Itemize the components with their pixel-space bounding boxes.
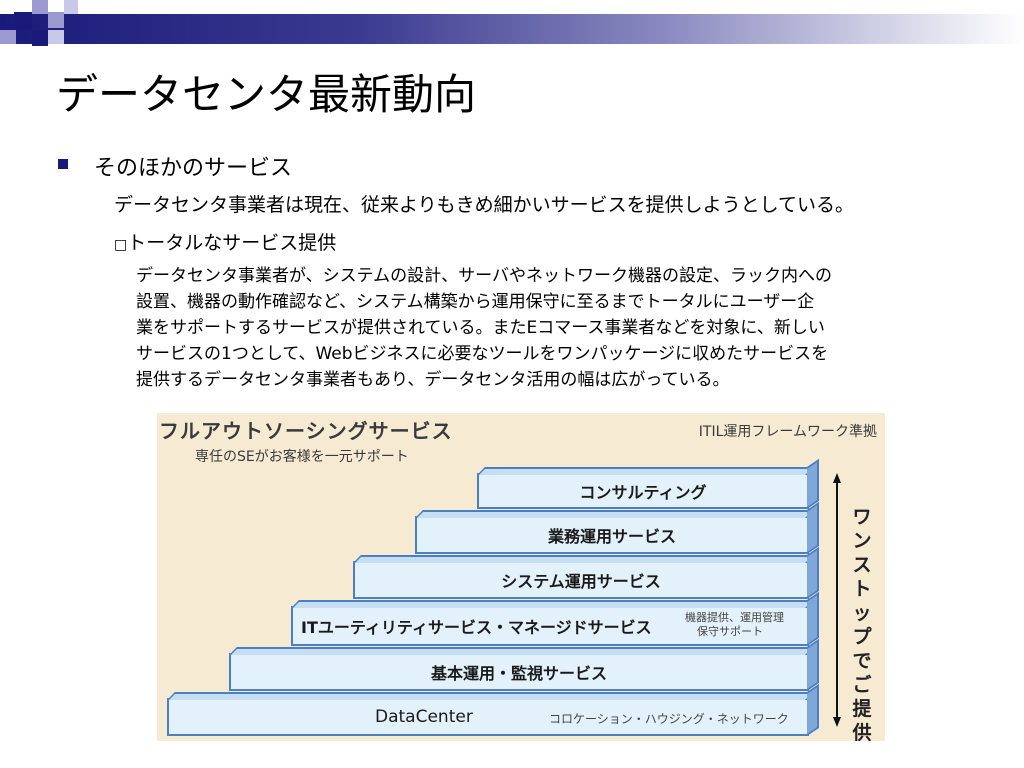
step-label: 業務運用サービス bbox=[547, 527, 676, 546]
step-label: 基本運用・監視サービス bbox=[430, 664, 607, 683]
up-down-arrow-icon bbox=[833, 473, 841, 727]
step-basic-monitoring: 基本運用・監視サービス bbox=[229, 653, 809, 691]
header-decor-square bbox=[32, 30, 48, 46]
vertical-char: ワ bbox=[852, 506, 872, 528]
bullet-square-icon bbox=[58, 159, 68, 169]
vertical-char: ト bbox=[852, 578, 872, 600]
step-system-operations: システム運用サービス bbox=[353, 561, 809, 599]
header-decor-square bbox=[64, 0, 78, 14]
side-note-line: 機器提供、運用管理 bbox=[685, 611, 784, 624]
header-decor-square bbox=[48, 12, 64, 28]
step-datacenter: DataCenter コロケーション・ハウジング・ネットワーク bbox=[167, 698, 809, 736]
diagram-framework-label: ITIL運用フレームワーク準拠 bbox=[698, 424, 877, 440]
step-label: DataCenter bbox=[375, 707, 473, 727]
paragraph-line: 設置、機器の動作確認など、システム構築から運用保守に至るまでトータルにユーザー企 bbox=[136, 292, 815, 312]
step-side-note: コロケーション・ハウジング・ネットワーク bbox=[549, 712, 789, 726]
header-decor-square bbox=[0, 30, 16, 44]
header-decor-square bbox=[48, 30, 64, 44]
step-label: ITユーティリティサービス・マネージドサービス bbox=[301, 618, 652, 637]
bullet-level1: そのほかのサービス bbox=[94, 156, 293, 181]
vertical-char: ス bbox=[852, 554, 872, 576]
paragraph-line: 提供するデータセンタ事業者もあり、データセンタ活用の幅は広がっている。 bbox=[136, 370, 730, 390]
paragraph-line: サービスの1つとして、Webビジネスに必要なツールをワンパッケージに収めたサービ… bbox=[136, 344, 829, 364]
header-decor-square bbox=[32, 0, 48, 14]
vertical-one-stop-label: ワ ン ス ト ッ プ で ご 提 供 bbox=[851, 505, 873, 741]
step-label: システム運用サービス bbox=[501, 572, 661, 591]
step-consulting: コンサルティング bbox=[477, 473, 809, 509]
vertical-char: で bbox=[852, 650, 872, 672]
side-note-line: 保守サポート bbox=[697, 625, 763, 638]
description-paragraph: データセンタ事業者が、システムの設計、サーバやネットワーク機器の設定、ラック内へ… bbox=[136, 263, 1006, 393]
header-gradient-bar bbox=[0, 14, 1024, 44]
checkbox-icon: □ bbox=[114, 237, 128, 253]
diagram-subtitle: 専任のSEがお客様を一元サポート bbox=[195, 449, 409, 465]
bullet-level3-text: トータルなサービス提供 bbox=[127, 232, 337, 254]
slide-title: データセンタ最新動向 bbox=[56, 70, 477, 119]
vertical-char: ッ bbox=[852, 602, 872, 624]
paragraph-line: データセンタ事業者が、システムの設計、サーバやネットワーク機器の設定、ラック内へ… bbox=[136, 266, 832, 286]
service-staircase-diagram: フルアウトソーシングサービス 専任のSEがお客様を一元サポート ITIL運用フレ… bbox=[157, 413, 885, 741]
header-decor-square bbox=[14, 12, 32, 30]
step-label: コンサルティング bbox=[579, 483, 707, 502]
step-side-note: 機器提供、運用管理 保守サポート bbox=[685, 611, 784, 639]
diagram-title: フルアウトソーシングサービス bbox=[159, 419, 453, 443]
vertical-char: プ bbox=[852, 626, 872, 648]
bullet-level3: □トータルなサービス提供 bbox=[114, 228, 336, 255]
step-business-operations: 業務運用サービス bbox=[415, 516, 809, 554]
vertical-char: 供 bbox=[852, 722, 872, 741]
bullet-level2: データセンタ事業者は現在、従来よりもきめ細かいサービスを提供しようとしている。 bbox=[114, 194, 855, 216]
vertical-char: ン bbox=[852, 530, 872, 552]
vertical-char: ご bbox=[852, 674, 872, 696]
vertical-char: 提 bbox=[852, 698, 872, 720]
step-it-utility-managed: ITユーティリティサービス・マネージドサービス 機器提供、運用管理 保守サポート bbox=[291, 606, 809, 646]
paragraph-line: 業をサポートするサービスが提供されている。またEコマース事業者などを対象に、新し… bbox=[136, 318, 825, 338]
